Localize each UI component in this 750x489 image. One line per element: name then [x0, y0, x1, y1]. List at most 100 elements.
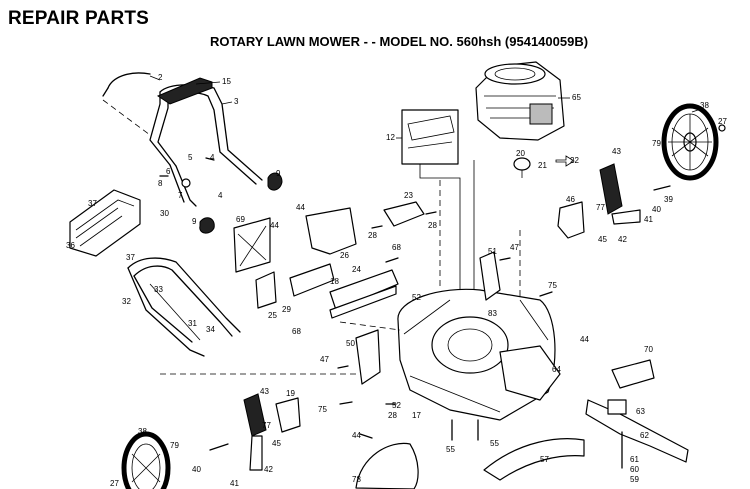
- height-adjuster-43-left: [243, 393, 267, 471]
- page-title: REPAIR PARTS: [8, 8, 150, 29]
- callout: 45: [272, 439, 281, 448]
- shroud-leader-line: [419, 164, 461, 290]
- rear-door-69: [233, 217, 271, 273]
- callout: 75: [318, 405, 327, 414]
- wheel-38-right: [661, 103, 719, 181]
- handle-knob-9-upper: [267, 172, 283, 191]
- callout: 20: [516, 149, 525, 158]
- bracket-26: [305, 207, 357, 255]
- callout: 78: [352, 475, 361, 484]
- callout: 65: [572, 93, 581, 102]
- callout: 27: [718, 117, 727, 126]
- callout: 46: [566, 195, 575, 204]
- callout: 3: [234, 97, 239, 106]
- callout: 77: [262, 421, 271, 430]
- callout: 57: [540, 455, 549, 464]
- callout: 42: [264, 465, 273, 474]
- callout: 18: [330, 277, 339, 286]
- hubcap-27: [718, 124, 726, 132]
- callout: 38: [700, 101, 709, 110]
- callout: 37: [126, 253, 135, 262]
- callout: 30: [160, 209, 169, 218]
- callout: 41: [644, 215, 653, 224]
- bracket-70: [611, 359, 655, 389]
- callout: 8: [158, 179, 163, 188]
- callout: 50: [346, 339, 355, 348]
- callout: 9: [192, 217, 197, 226]
- height-adjuster-43-right: [599, 163, 641, 225]
- side-bracket-50: [355, 329, 381, 385]
- callout: 34: [206, 325, 215, 334]
- callout: 4: [210, 153, 215, 162]
- callout: 28: [368, 231, 377, 240]
- callout: 40: [192, 465, 201, 474]
- callout: 31: [188, 319, 197, 328]
- engine-shroud-12: [401, 109, 459, 165]
- engine-65: [475, 61, 565, 141]
- callout: 29: [282, 305, 291, 314]
- callout: 12: [386, 133, 395, 142]
- callout: 23: [404, 191, 413, 200]
- callout: 75: [548, 281, 557, 290]
- callout: 39: [664, 195, 673, 204]
- callout: 26: [340, 251, 349, 260]
- callout: 44: [296, 203, 305, 212]
- cover-78: [355, 442, 419, 489]
- callout: 7: [178, 191, 183, 200]
- callout: 38: [138, 427, 147, 436]
- callout: 2: [158, 73, 163, 82]
- callout: 36: [66, 241, 75, 250]
- callout: 5: [188, 153, 193, 162]
- arrow-right-icon: [555, 155, 575, 167]
- height-bracket-51: [479, 251, 501, 301]
- bracket-23: [383, 201, 425, 227]
- leader-lines: [149, 75, 699, 139]
- grass-bag-frame-36: [69, 189, 141, 257]
- callout: 28: [388, 411, 397, 420]
- callout: 62: [640, 431, 649, 440]
- axle-bracket-46: [557, 201, 585, 239]
- callout: 68: [392, 243, 401, 252]
- callout: 28: [428, 221, 437, 230]
- bracket-19: [275, 397, 301, 433]
- lower-handle-32: [127, 257, 241, 357]
- callout: 37: [88, 199, 97, 208]
- callout: 44: [580, 335, 589, 344]
- callout: 47: [320, 355, 329, 364]
- callout: 44: [270, 221, 279, 230]
- wheel-38-left: [121, 431, 171, 489]
- upper-handle: [102, 72, 263, 207]
- callout: 79: [652, 139, 661, 148]
- callout: 17: [412, 411, 421, 420]
- callout: 55: [490, 439, 499, 448]
- callout: 42: [618, 235, 627, 244]
- callout: 15: [222, 77, 231, 86]
- callout: 79: [170, 441, 179, 450]
- callout: 43: [612, 147, 621, 156]
- callout: 27: [110, 479, 119, 488]
- callout: 4: [218, 191, 223, 200]
- callout: 68: [292, 327, 301, 336]
- callout-labels: 2 15 3 4 5 6 7 8 9 9 4 37 30 69 44 44 36…: [66, 73, 727, 488]
- callout: 24: [352, 265, 361, 274]
- blade-adapter-63: [607, 399, 627, 415]
- plate-25-29: [255, 263, 335, 309]
- baffle-57: [483, 438, 585, 481]
- handle-knob-9-lower: [199, 217, 215, 234]
- callout: 25: [268, 311, 277, 320]
- callout: 52: [412, 293, 421, 302]
- callout: 32: [122, 297, 131, 306]
- callout: 60: [630, 465, 639, 474]
- callout: 44: [352, 431, 361, 440]
- callout: 61: [630, 455, 639, 464]
- callout: 45: [598, 235, 607, 244]
- callout: 19: [286, 389, 295, 398]
- callout: 69: [236, 215, 245, 224]
- callout: 77: [596, 203, 605, 212]
- callout: 51: [488, 247, 497, 256]
- callout: 59: [630, 475, 639, 484]
- discharge-chute-64: [499, 345, 561, 401]
- spark-plug-20: [513, 157, 531, 178]
- callout: 55: [446, 445, 455, 454]
